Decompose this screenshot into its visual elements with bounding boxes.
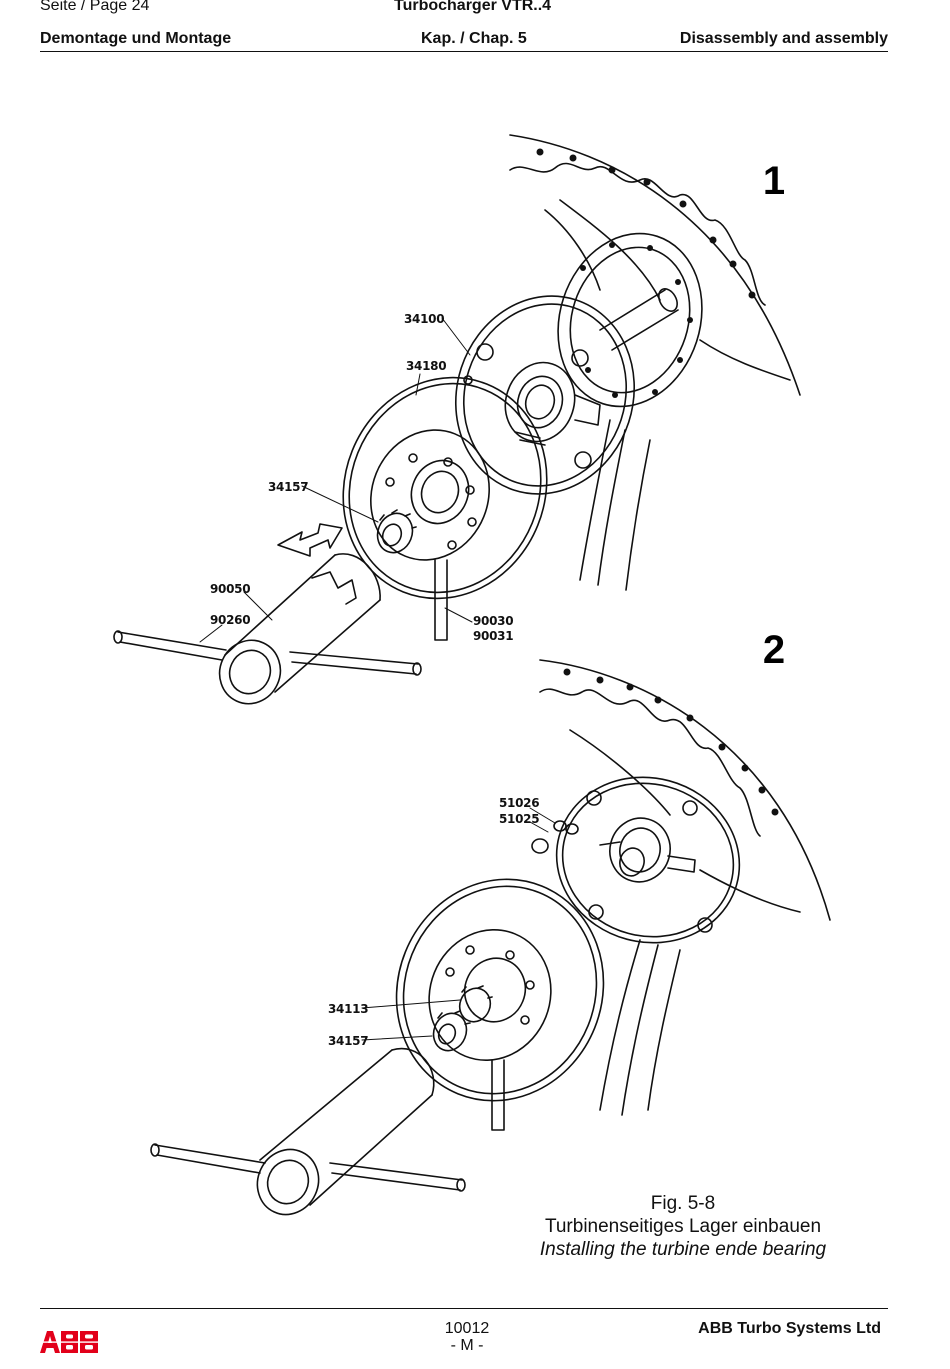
revision-label: - M - xyxy=(450,1337,484,1354)
step2-illustration xyxy=(150,659,831,1216)
callout-34180: 34180 xyxy=(406,359,446,373)
callout-90050: 90050 xyxy=(210,582,250,596)
callout-51025: 51025 xyxy=(499,812,539,826)
chapter-label: Kap. / Chap. 5 xyxy=(421,30,527,47)
callout-90030: 90030 xyxy=(473,614,513,628)
section-title-en: Disassembly and assembly xyxy=(679,30,888,47)
section-title-de: Demontage und Montage xyxy=(40,30,232,47)
callout-90260: 90260 xyxy=(210,613,250,627)
product-title: Turbocharger VTR..4 xyxy=(394,0,552,14)
caption-title-de: Turbinenseitiges Lager einbauen xyxy=(544,1216,822,1237)
abb-logo xyxy=(40,1331,100,1353)
page-number: Seite / Page 24 xyxy=(40,0,150,14)
figure-number: Fig. 5-8 xyxy=(650,1193,716,1214)
step1-illustration xyxy=(113,134,801,705)
caption-title-en: Installing the turbine ende bearing xyxy=(539,1239,827,1260)
callout-34113: 34113 xyxy=(328,1002,368,1016)
callout-34157: 34157 xyxy=(268,480,308,494)
document-number: 10012 xyxy=(444,1320,490,1337)
step2-label: 2 xyxy=(763,628,785,672)
header-rule xyxy=(40,51,888,52)
step1-label: 1 xyxy=(763,159,785,203)
callout-34157-step2: 34157 xyxy=(328,1034,368,1048)
footer-rule xyxy=(40,1308,888,1309)
callout-34100: 34100 xyxy=(404,312,444,326)
callout-51026: 51026 xyxy=(499,796,539,810)
callout-90031: 90031 xyxy=(473,629,513,643)
company-name: ABB Turbo Systems Ltd xyxy=(698,1320,881,1337)
